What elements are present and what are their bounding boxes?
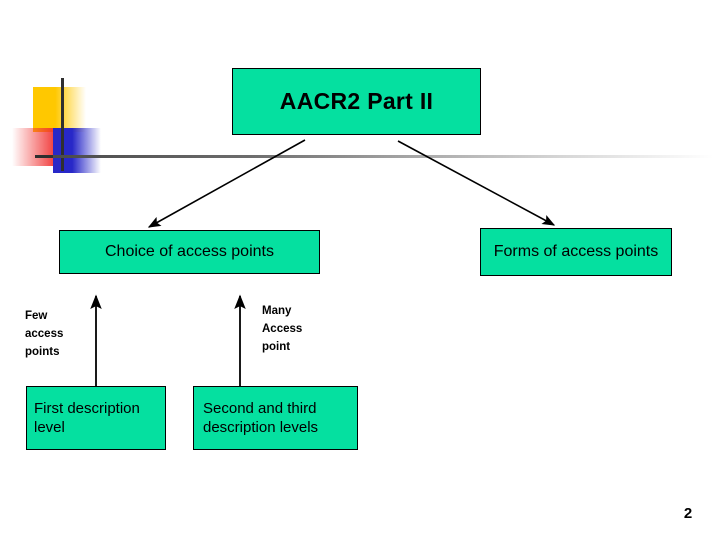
slide-title-text: AACR2 Part II [279,88,434,114]
caption-few-access-points: Few access points [25,310,64,358]
node-choice-of-access-points: Choice of access points [59,230,320,274]
node-second-level-label: Second and third description levels [203,399,319,436]
slide-page-number: 2 [683,505,693,522]
decoration-yellow-square [33,87,86,132]
node-first-description-level: First description level [26,386,166,450]
node-choice-label: Choice of access points [105,243,274,260]
decoration-vertical-bar [61,78,64,171]
arrow-title-to-forms [397,140,556,226]
caption-many-access-point: Many Access point [262,305,303,353]
arrow-title-to-choice [147,139,306,228]
node-second-third-description-levels: Second and third description levels [193,386,358,450]
decoration-horizontal-bar [35,155,63,158]
node-forms-of-access-points: Forms of access points [480,228,672,276]
node-first-level-label: First description level [34,399,140,436]
slide-title-box: AACR2 Part II [232,68,481,135]
node-forms-label: Forms of access points [493,243,659,260]
header-divider-rule [53,155,713,158]
